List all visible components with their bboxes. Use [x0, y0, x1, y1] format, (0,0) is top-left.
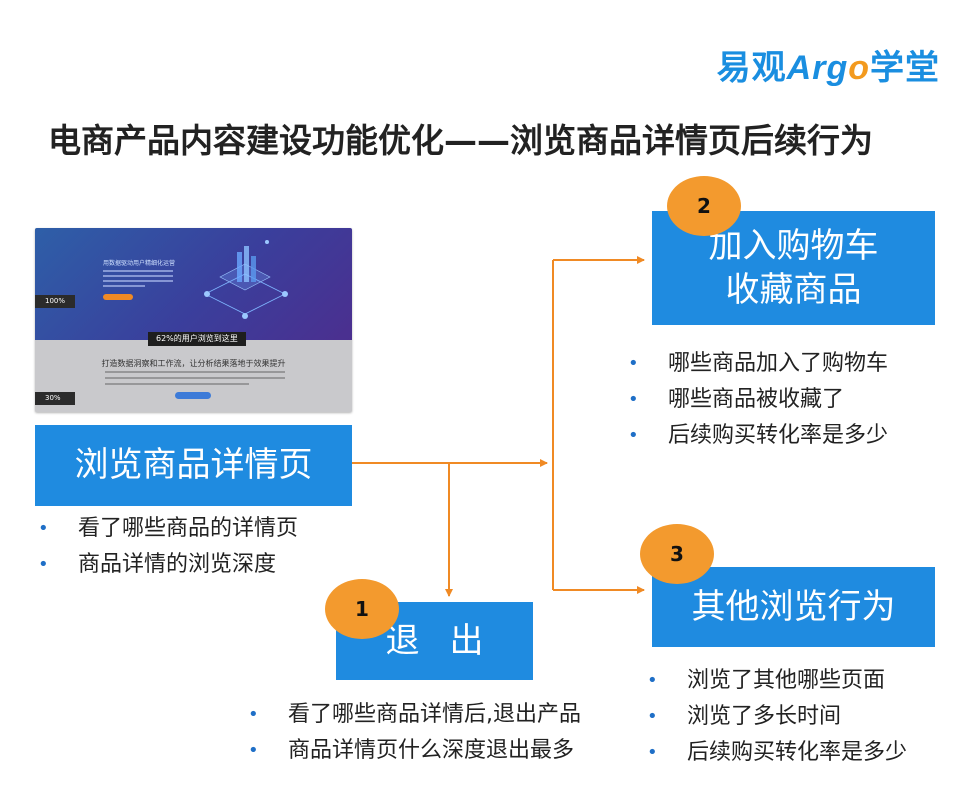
bullet-dot-icon: • [38, 554, 49, 575]
bullet-dot-icon: • [248, 740, 259, 761]
list-item: •浏览了其他哪些页面 [645, 663, 907, 699]
list-item: •哪些商品被收藏了 [626, 382, 888, 418]
thumbnail-text-lines [103, 270, 173, 290]
thumbnail-subtitle: 打造数据洞察和工作流，让分析结果落地于效果提升 [101, 359, 286, 368]
thumbnail-hero [35, 228, 352, 340]
thumbnail-lower-section [35, 340, 352, 412]
list-item: •商品详情的浏览深度 [36, 547, 298, 583]
thumbnail-button [103, 294, 133, 300]
node-cart-label-1: 加入购物车 [708, 225, 879, 266]
node-other-label: 其他浏览行为 [691, 586, 896, 627]
exit-bullet-list: •看了哪些商品详情后,退出产品 •商品详情页什么深度退出最多 [246, 697, 581, 769]
bullet-dot-icon: • [628, 389, 639, 410]
bullet-dot-icon: • [628, 425, 639, 446]
list-item: •看了哪些商品的详情页 [36, 511, 298, 547]
slide-title: 电商产品内容建设功能优化——浏览商品详情页后续行为 [48, 121, 873, 160]
bullet-dot-icon: • [647, 742, 658, 763]
step-badge-1: 1 [325, 579, 399, 639]
browse-bullet-list: •看了哪些商品的详情页 •商品详情的浏览深度 [36, 511, 298, 583]
list-item: •哪些商品加入了购物车 [626, 346, 888, 382]
bullet-dot-icon: • [647, 706, 658, 727]
thumbnail-reach-banner: 62%的用户浏览到这里 [148, 332, 246, 346]
list-item: •后续购买转化率是多少 [645, 735, 907, 771]
brand-logo: 易观Argo学堂 [717, 40, 940, 89]
step-badge-2: 2 [667, 176, 741, 236]
logo-argo: Argo [786, 49, 870, 87]
list-item: •商品详情页什么深度退出最多 [246, 733, 581, 769]
cart-bullet-list: •哪些商品加入了购物车 •哪些商品被收藏了 •后续购买转化率是多少 [626, 346, 888, 454]
page-screenshot-thumbnail: 用数据驱动用户精细化运营 100% 62%的用户浏览到这里 打造数据洞察和工作流… [35, 228, 352, 412]
node-browse-detail: 浏览商品详情页 [35, 425, 352, 506]
list-item: •看了哪些商品详情后,退出产品 [246, 697, 581, 733]
logo-text-cn2: 学堂 [870, 48, 940, 88]
list-item: •后续购买转化率是多少 [626, 418, 888, 454]
thumbnail-pill-button [175, 392, 211, 399]
thumbnail-body-lines [105, 371, 285, 389]
logo-text-cn1: 易观 [716, 48, 787, 88]
step-badge-3: 3 [640, 524, 714, 584]
node-exit-label: 退出 [385, 620, 514, 661]
scroll-percent-bottom: 30% [35, 392, 75, 405]
bullet-dot-icon: • [628, 353, 639, 374]
bullet-dot-icon: • [248, 704, 259, 725]
node-cart-label-2: 收藏商品 [725, 270, 862, 310]
isometric-graphic-icon [204, 240, 288, 319]
other-bullet-list: •浏览了其他哪些页面 •浏览了多长时间 •后续购买转化率是多少 [645, 663, 907, 771]
node-other-browsing: 其他浏览行为 [652, 567, 935, 647]
thumbnail-headline: 用数据驱动用户精细化运营 [103, 260, 176, 267]
bullet-dot-icon: • [647, 670, 658, 691]
node-browse-label: 浏览商品详情页 [74, 445, 313, 486]
list-item: •浏览了多长时间 [645, 699, 907, 735]
scroll-percent-top: 100% [35, 295, 75, 308]
bullet-dot-icon: • [38, 518, 49, 539]
